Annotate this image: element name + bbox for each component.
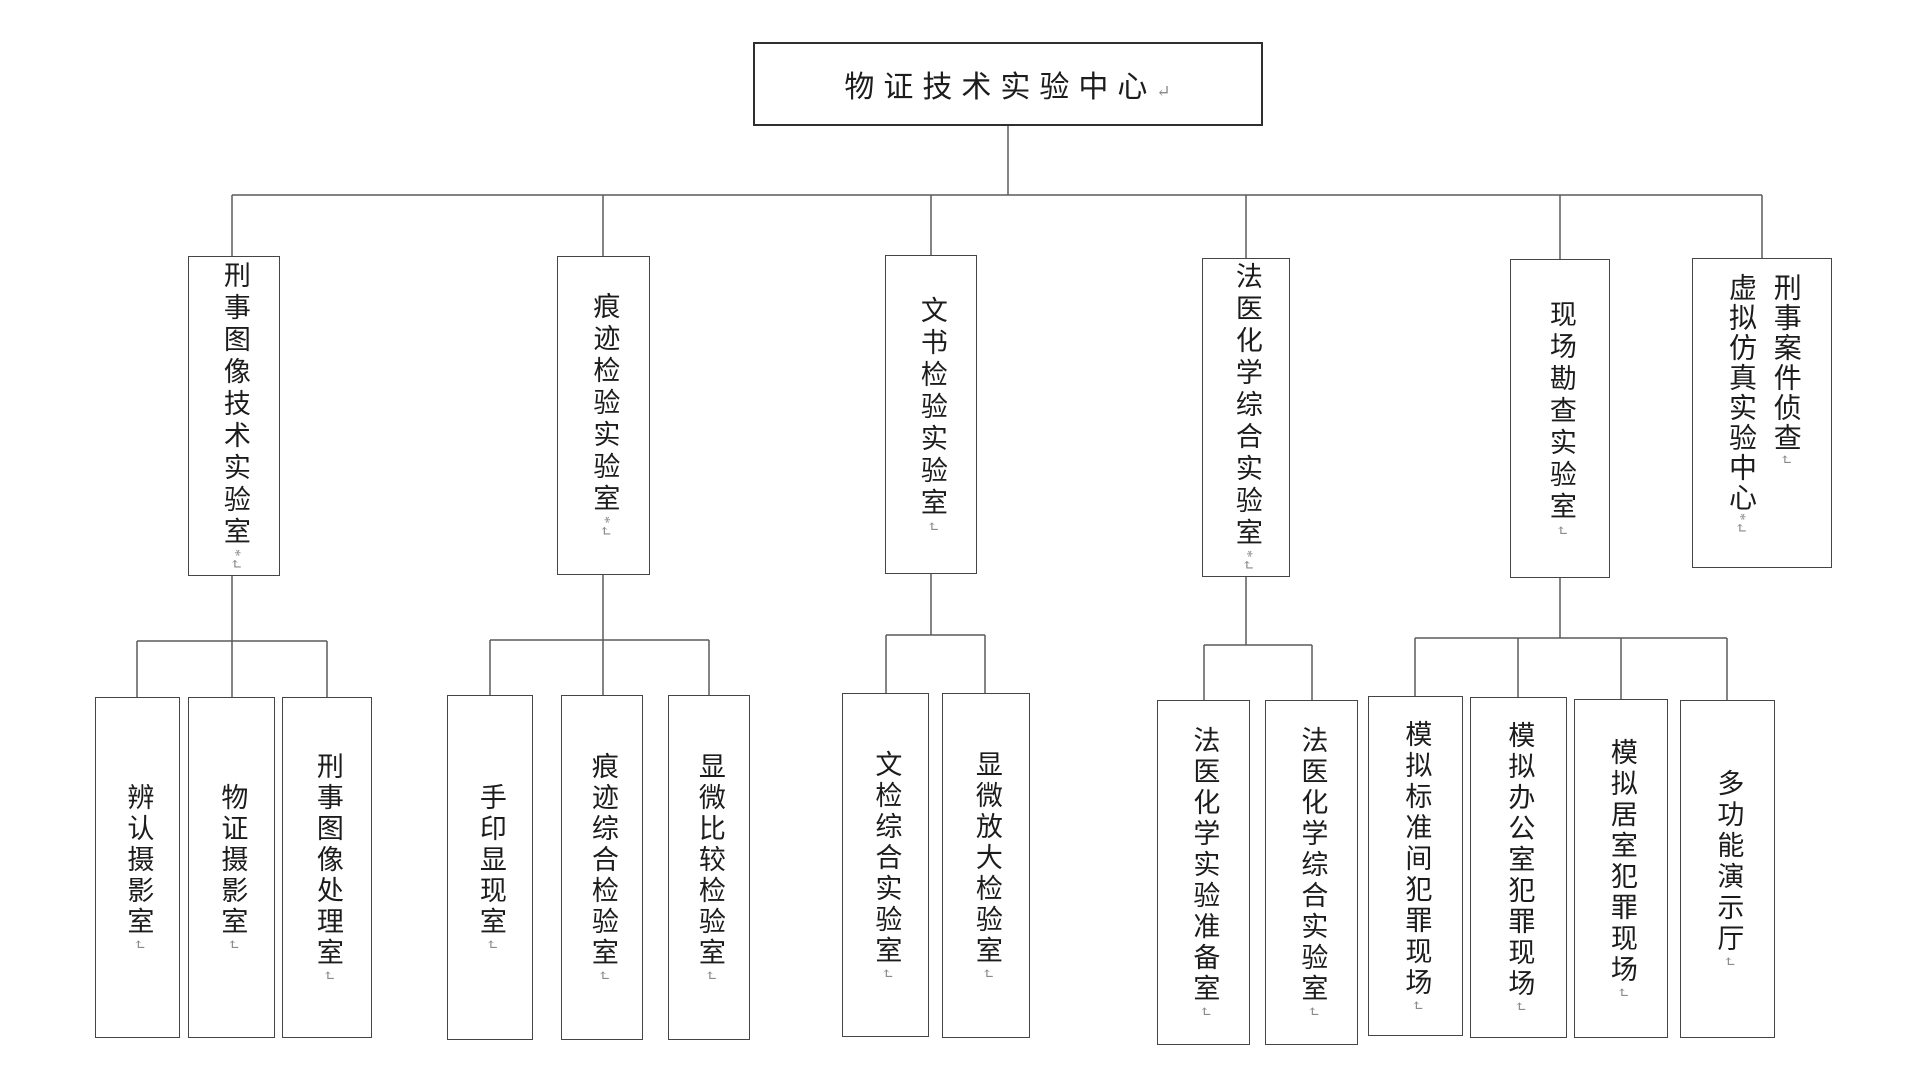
node-label: 辨认摄影室 (123, 783, 154, 939)
node-label: 模拟标准间犯罪现场 (1401, 719, 1432, 999)
node-document-comprehensive-lab: 文检综合实验室↵ (842, 693, 929, 1037)
group3-connector (885, 574, 986, 693)
paragraph-mark: ↵ (923, 519, 940, 534)
node-label: 法医化学实验准备室 (1189, 726, 1220, 1006)
node-label: 法医化学综合实验室 (1231, 262, 1262, 551)
node-criminal-image-processing-room: 刑事图像处理室↵ (282, 697, 372, 1038)
node-text: 多功能演示厅↵ (1711, 769, 1745, 969)
paragraph-mark: ↵ (224, 938, 241, 952)
node-label: 模拟居室犯罪现场 (1606, 737, 1637, 986)
node-criminal-image-tech-lab: 刑事图像技术实验室*↵ (188, 256, 280, 576)
node-text: 刑事图像技术实验室*↵ (217, 261, 251, 571)
node-text: 模拟居室犯罪现场↵ (1604, 738, 1638, 1000)
node-text: 法医化学综合实验室↵ (1295, 726, 1329, 1019)
paragraph-mark: ↵ (1776, 453, 1793, 467)
node-text: 刑事案件侦查↵ 虚拟仿真实验中心*↵ (1717, 273, 1807, 535)
paragraph-mark: ↵ (482, 938, 499, 952)
paragraph-mark: ↵ (594, 969, 611, 983)
node-label: 手印显现室 (475, 783, 506, 939)
node-text: 刑事图像处理室↵ (310, 752, 344, 983)
node-label: 显微比较检验室 (694, 752, 725, 970)
node-scene-investigation-lab: 现场勘查实验室↵ (1510, 259, 1610, 578)
node-trace-exam-lab: 痕迹检验实验室*↵ (557, 256, 650, 575)
node-text: 法医化学综合实验室*↵ (1229, 262, 1263, 572)
node-label: 痕迹综合检验室 (587, 752, 618, 970)
node-text: 物证技术实验中心↵ (844, 62, 1171, 106)
node-text: 现场勘查实验室↵ (1543, 300, 1577, 538)
node-text: 痕迹综合检验室↵ (585, 752, 619, 983)
node-microscopic-magnification-exam-room: 显微放大检验室↵ (942, 693, 1030, 1038)
node-text: 模拟办公室犯罪现场↵ (1502, 721, 1536, 1014)
node-text: 物证摄影室↵ (215, 783, 249, 952)
paragraph-mark: ↵ (1408, 998, 1425, 1013)
node-simulated-residence-crime-scene: 模拟居室犯罪现场↵ (1574, 699, 1668, 1038)
group4-connector (1203, 577, 1313, 700)
paragraph-mark: ↵ (130, 938, 147, 952)
paragraph-mark: ↵ (319, 969, 336, 983)
paragraph-mark: *↵ (226, 548, 243, 572)
paragraph-mark: ↵ (1552, 523, 1569, 538)
node-evidence-photography-room: 物证摄影室↵ (188, 697, 275, 1038)
paragraph-mark: ↵ (1156, 82, 1172, 101)
node-microscopic-comparison-exam-room: 显微比较检验室↵ (668, 695, 750, 1040)
paragraph-mark: ↵ (701, 969, 718, 983)
node-label: 法医化学综合实验室 (1297, 726, 1328, 1006)
node-text: 文检综合实验室↵ (869, 750, 903, 981)
paragraph-mark: ↵ (1196, 1005, 1213, 1019)
node-label: 显微放大检验室 (971, 750, 1002, 968)
node-text: 模拟标准间犯罪现场↵ (1399, 720, 1433, 1013)
node-label: 虚拟仿真实验中心 (1725, 273, 1756, 513)
node-label: 刑事案件侦查 (1769, 273, 1801, 453)
node-label: 文检综合实验室 (871, 749, 902, 967)
trunk-connector (231, 126, 1763, 259)
node-fingerprint-development-room: 手印显现室↵ (447, 695, 533, 1040)
node-text: 法医化学实验准备室↵ (1187, 726, 1221, 1019)
node-text: 辨认摄影室↵ (121, 783, 155, 952)
paragraph-mark: ↵ (1304, 1005, 1321, 1019)
paragraph-mark: *↵ (596, 516, 613, 539)
group2-connector (489, 575, 710, 695)
node-simulated-office-crime-scene: 模拟办公室犯罪现场↵ (1470, 697, 1567, 1038)
group1-connector (136, 576, 328, 697)
node-text: 文书检验实验室↵ (914, 296, 948, 534)
node-trace-comprehensive-exam-room: 痕迹综合检验室↵ (561, 695, 643, 1040)
node-recognition-photography-room: 辨认摄影室↵ (95, 697, 180, 1038)
node-text: 显微比较检验室↵ (692, 752, 726, 983)
paragraph-mark: ↵ (978, 967, 995, 981)
node-label: 物证技术实验中心 (844, 71, 1157, 104)
node-simulated-standard-room-crime-scene: 模拟标准间犯罪现场↵ (1368, 696, 1463, 1036)
node-label: 文书检验实验室 (916, 295, 947, 520)
node-text: 显微放大检验室↵ (969, 750, 1003, 981)
group5-connector (1414, 578, 1728, 700)
paragraph-mark: *↵ (1238, 550, 1255, 573)
node-text: 手印显现室↵ (473, 783, 507, 952)
node-label: 痕迹检验实验室 (589, 292, 620, 517)
node-evidence-tech-center: 物证技术实验中心↵ (753, 42, 1263, 126)
node-document-exam-lab: 文书检验实验室↵ (885, 255, 977, 574)
node-label: 现场勘查实验室 (1545, 299, 1576, 524)
node-text: 痕迹检验实验室*↵ (587, 292, 621, 538)
node-label: 多功能演示厅 (1713, 769, 1744, 956)
node-label: 模拟办公室犯罪现场 (1504, 721, 1535, 1001)
paragraph-mark: ↵ (878, 966, 895, 981)
node-forensic-chemistry-lab: 法医化学综合实验室*↵ (1202, 258, 1290, 577)
paragraph-mark: ↵ (1720, 955, 1737, 969)
node-forensic-chem-prep-room: 法医化学实验准备室↵ (1157, 700, 1250, 1045)
paragraph-mark: *↵ (1732, 513, 1748, 536)
node-multifunction-demo-hall: 多功能演示厅↵ (1680, 700, 1775, 1038)
node-virtual-simulation-center: 刑事案件侦查↵ 虚拟仿真实验中心*↵ (1692, 258, 1832, 568)
node-label: 物证摄影室 (217, 783, 248, 939)
node-forensic-chem-comprehensive-lab: 法医化学综合实验室↵ (1265, 700, 1358, 1045)
node-label: 刑事图像处理室 (312, 752, 343, 970)
node-label: 刑事图像技术实验室 (219, 260, 250, 549)
paragraph-mark: ↵ (1511, 1000, 1528, 1014)
paragraph-mark: ↵ (1613, 985, 1630, 1000)
